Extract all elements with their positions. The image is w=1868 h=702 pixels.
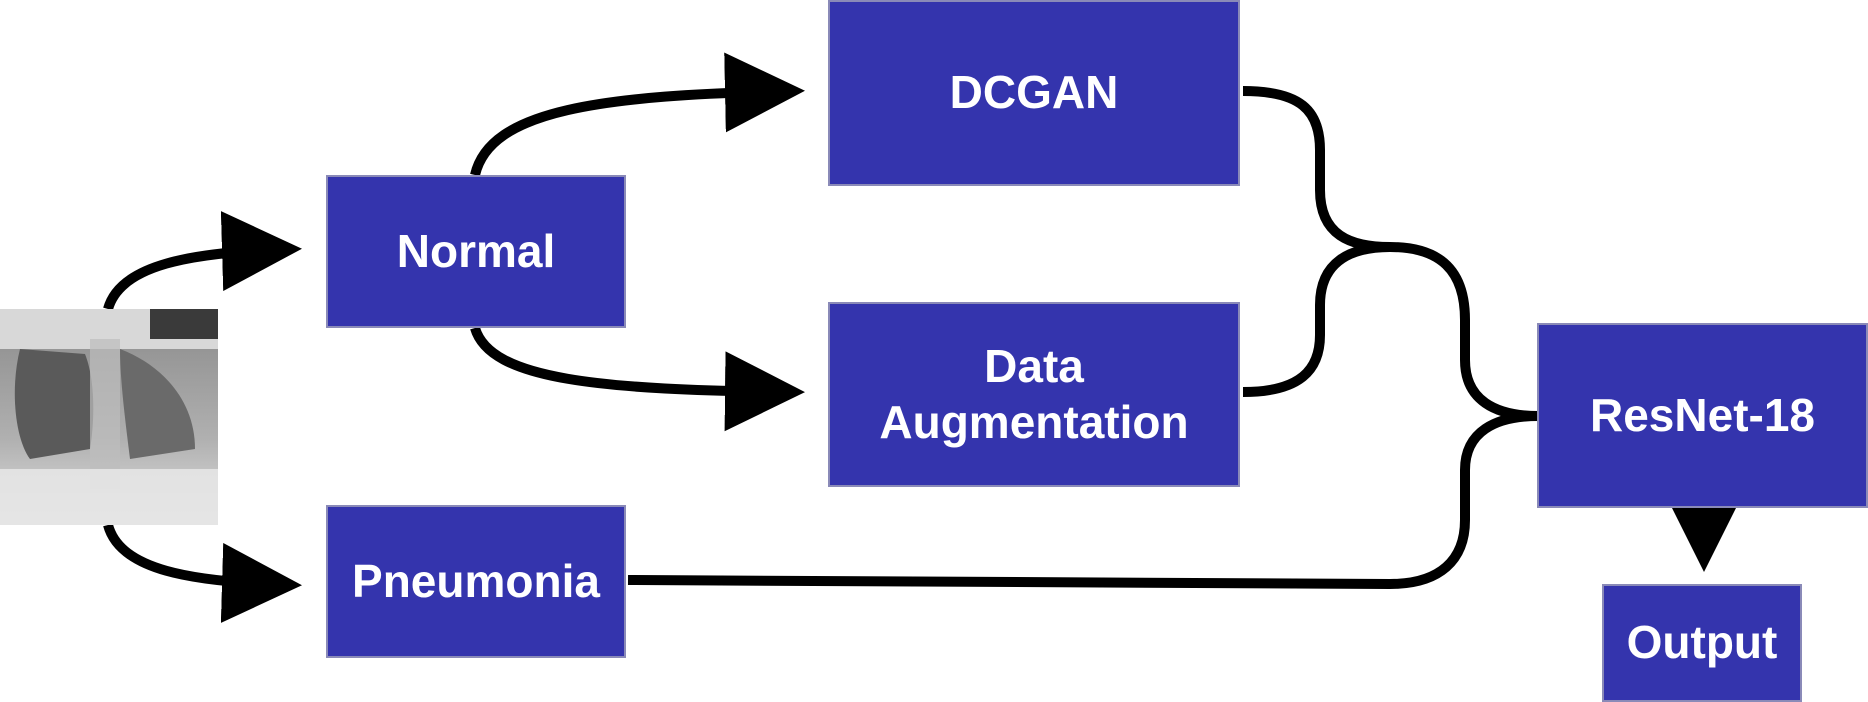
node-normal: Normal xyxy=(326,175,626,328)
node-pneumonia-label: Pneumonia xyxy=(352,554,600,607)
node-resnet: ResNet-18 xyxy=(1537,323,1868,508)
node-output: Output xyxy=(1602,584,1802,702)
arrow-xray-to-pneumonia xyxy=(103,523,302,623)
node-dcgan-label: DCGAN xyxy=(949,66,1119,119)
node-pneumonia: Pneumonia xyxy=(326,505,626,658)
node-output-label: Output xyxy=(1626,616,1778,669)
connector-merge-to-resnet xyxy=(1389,242,1539,421)
connector-augmentation-to-merge xyxy=(1242,242,1391,397)
node-resnet-label: ResNet-18 xyxy=(1590,388,1815,441)
arrow-xray-to-normal xyxy=(103,211,302,311)
node-normal-label: Normal xyxy=(396,224,556,277)
connector-dcgan-to-merge xyxy=(1242,86,1391,252)
connector-pneumonia-to-resnet xyxy=(627,411,1539,590)
arrow-normal-to-dcgan xyxy=(470,52,805,177)
node-augmentation-label-1: Data xyxy=(984,340,1084,393)
node-data-augmentation: Data Augmentation xyxy=(828,302,1240,487)
node-dcgan: DCGAN xyxy=(828,0,1240,186)
chest-xray-image xyxy=(0,309,218,525)
node-augmentation-label-2: Augmentation xyxy=(879,395,1189,448)
arrow-normal-to-augmentation xyxy=(470,326,805,432)
